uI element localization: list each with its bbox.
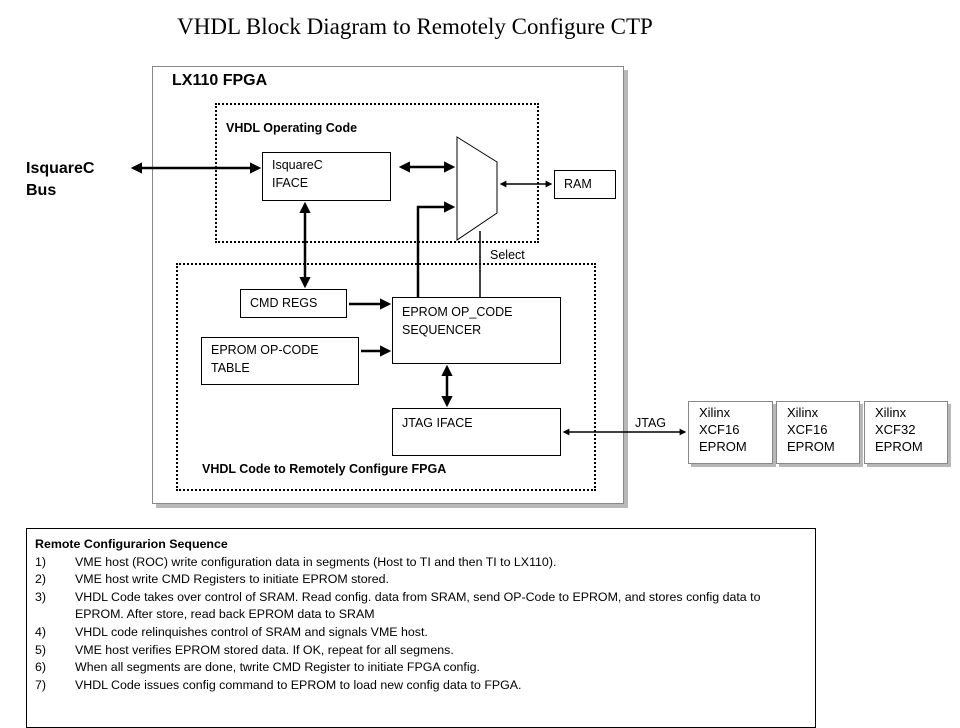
step-text: VHDL code relinquishes control of SRAM a… xyxy=(75,624,428,639)
step-number: 4) xyxy=(35,624,47,639)
eprom-sequencer-block: EPROM OP_CODE SEQUENCER xyxy=(392,297,561,364)
sequencer-to-mux-arrow xyxy=(416,201,456,297)
multiplexer-shape xyxy=(456,136,498,241)
jtag-iface-block: JTAG IFACE xyxy=(392,408,561,456)
eprom-opcode-table-block: EPROM OP-CODE TABLE xyxy=(201,337,359,385)
sequence-steps: 1) VME host (ROC) write configuration dat… xyxy=(35,554,807,695)
step-number: 5) xyxy=(35,642,47,657)
eprom-xcf32: Xilinx XCF32 EPROM xyxy=(864,401,948,464)
sequence-panel: Remote Configurarion Sequence 1) VME host… xyxy=(26,528,816,728)
step-number: 1) xyxy=(35,554,47,569)
operating-code-label: VHDL Operating Code xyxy=(226,121,358,135)
step-number: 7) xyxy=(35,677,47,692)
fpga-label: LX110 FPGA xyxy=(172,72,268,89)
sequence-step: 4) VHDL code relinquishes control of SRAM… xyxy=(35,624,807,642)
step-number: 3) xyxy=(35,589,47,604)
eprom-xcf16-a: Xilinx XCF16 EPROM xyxy=(688,401,773,464)
remote-config-region xyxy=(176,263,596,491)
isquarec-bus-label: IsquareC Bus xyxy=(26,160,95,199)
step-text: VHDL Code issues config command to EPROM… xyxy=(75,677,522,692)
step-text: VME host (ROC) write configuration data … xyxy=(75,554,557,569)
step-text: VME host verifies EPROM stored data. If … xyxy=(75,642,454,657)
step-number: 2) xyxy=(35,572,47,587)
sequence-step: 1) VME host (ROC) write configuration dat… xyxy=(35,554,807,572)
page-title: VHDL Block Diagram to Remotely Configure… xyxy=(177,14,653,39)
eprom-xcf16-b: Xilinx XCF16 EPROM xyxy=(776,401,860,464)
step-text: When all segments are done, twrite CMD R… xyxy=(75,660,480,675)
select-label: Select xyxy=(490,248,525,262)
sequence-title: Remote Configurarion Sequence xyxy=(35,537,228,551)
sequence-step: 2) VME host write CMD Registers to initia… xyxy=(35,571,807,589)
sequence-step: 6) When all segments are done, twrite CMD… xyxy=(35,659,807,677)
step-text: VME host write CMD Registers to initiate… xyxy=(75,572,389,587)
isquarec-iface-block: IsquareC IFACE xyxy=(262,152,391,201)
jtag-label: JTAG xyxy=(635,416,667,430)
step-number: 6) xyxy=(35,660,47,675)
sequence-step: 5) VME host verifies EPROM stored data. I… xyxy=(35,642,807,660)
sequence-step: 7) VHDL Code issues config command to EPR… xyxy=(35,677,807,695)
sequence-step: 3) VHDL Code takes over control of SRAM. … xyxy=(35,589,807,624)
step-text: VHDL Code takes over control of SRAM. Re… xyxy=(75,589,761,622)
remote-config-label: VHDL Code to Remotely Configure FPGA xyxy=(202,462,447,476)
cmd-regs-block: CMD REGS xyxy=(240,289,347,318)
ram-block: RAM xyxy=(554,170,616,199)
